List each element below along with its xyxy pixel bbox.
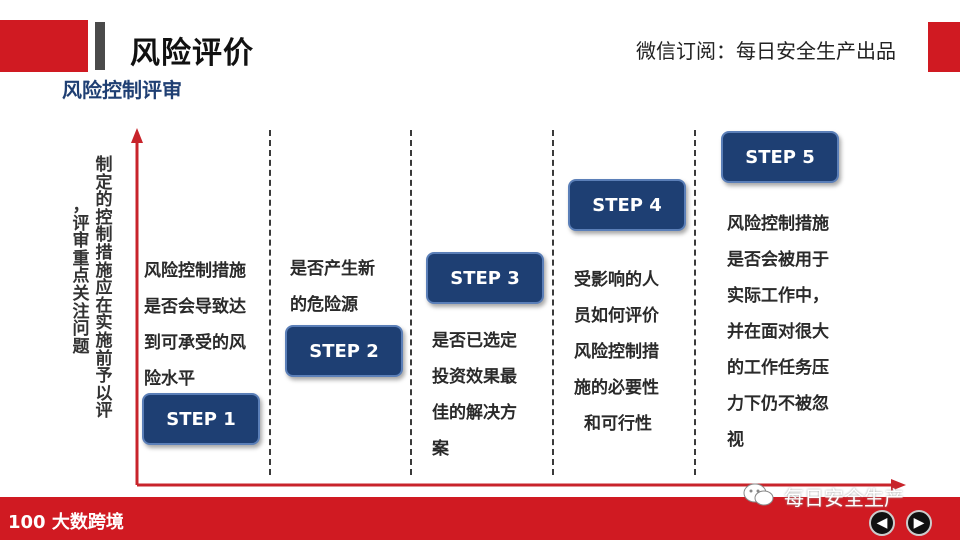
step-2-box: STEP 2 xyxy=(285,325,403,377)
footer-brand-logo: 100 大数跨境 xyxy=(8,512,124,533)
step-1-box: STEP 1 xyxy=(142,393,260,445)
desc-line: 的工作任务压 xyxy=(727,358,829,378)
header-red-block-left xyxy=(0,20,88,72)
footer-bar xyxy=(0,497,960,540)
desc-line: 是否会被用于 xyxy=(727,250,829,270)
step-4-description: 受影响的人 员如何评价 风险控制措 施的必要性 和可行性 xyxy=(574,262,659,442)
divider-4 xyxy=(694,130,696,475)
page-title: 风险评价 xyxy=(130,36,254,71)
arrow-right-icon: ▶ xyxy=(913,515,925,531)
desc-line: 实际工作中， xyxy=(727,286,829,306)
divider-3 xyxy=(552,130,554,475)
wechat-watermark: 每日安全生产 xyxy=(784,486,904,510)
step-2-description: 是否产生新 的危险源 xyxy=(290,251,375,323)
step-4-box: STEP 4 xyxy=(568,179,686,231)
desc-line: 风险控制措施 xyxy=(727,214,829,234)
side-label-column-b: ，评审重点关注问题 xyxy=(72,196,90,357)
step-5-box: STEP 5 xyxy=(721,131,839,183)
desc-line: 是否已选定 xyxy=(432,331,517,351)
desc-line: 员如何评价 xyxy=(574,306,659,326)
x-axis-arrowhead xyxy=(891,479,906,491)
desc-line: 的危险源 xyxy=(290,295,358,315)
desc-line: 视 xyxy=(727,430,744,450)
header-red-block-right xyxy=(928,22,960,72)
desc-line: 并在面对很大 xyxy=(727,322,829,342)
desc-line: 施的必要性 xyxy=(574,378,659,398)
divider-1 xyxy=(269,130,271,475)
desc-line: 力下仍不被忽 xyxy=(727,394,829,414)
desc-line: 到可承受的风 xyxy=(144,333,246,353)
header-gray-bar xyxy=(95,22,105,70)
wechat-subscribe-text: 微信订阅：每日安全生产出品 xyxy=(636,39,896,63)
divider-2 xyxy=(410,130,412,475)
step-1-description: 风险控制措施 是否会导致达 到可承受的风 险水平 xyxy=(144,253,246,397)
desc-line: 风险控制措施 xyxy=(144,261,246,281)
desc-line: 险水平 xyxy=(144,369,195,389)
desc-line: 受影响的人 xyxy=(574,270,659,290)
desc-line: 风险控制措 xyxy=(574,342,659,362)
step-3-description: 是否已选定 投资效果最 佳的解决方 案 xyxy=(432,323,517,467)
arrow-left-icon: ◀ xyxy=(876,515,888,531)
desc-line: 投资效果最 xyxy=(432,367,517,387)
desc-line: 案 xyxy=(432,439,449,459)
section-title: 风险控制评审 xyxy=(62,78,182,102)
desc-line: 是否会导致达 xyxy=(144,297,246,317)
desc-line: 佳的解决方 xyxy=(432,403,517,423)
desc-line: 是否产生新 xyxy=(290,259,375,279)
wechat-icon xyxy=(743,483,774,506)
step-5-description: 风险控制措施 是否会被用于 实际工作中， 并在面对很大 的工作任务压 力下仍不被… xyxy=(727,206,829,458)
desc-line: 和可行性 xyxy=(584,414,652,434)
next-slide-button[interactable]: ▶ xyxy=(906,510,932,536)
y-axis-arrowhead xyxy=(131,128,143,143)
prev-slide-button[interactable]: ◀ xyxy=(869,510,895,536)
side-label-column-a: 制定的控制措施应在实施前予以评 xyxy=(95,155,113,422)
step-3-box: STEP 3 xyxy=(426,252,544,304)
